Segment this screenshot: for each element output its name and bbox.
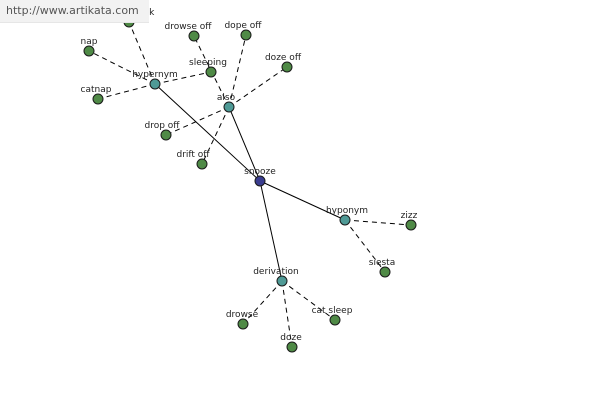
- node-label-catnap: catnap: [81, 85, 112, 95]
- node-label-dope-off: dope off: [224, 21, 262, 31]
- edge-snooze-hyponym: [259, 180, 346, 221]
- nodes-layer: [83, 16, 417, 353]
- edge-snooze-also: [228, 106, 261, 182]
- node-drift-off[interactable]: [196, 158, 208, 170]
- edge-snooze-hypernym: [154, 83, 261, 182]
- node-label-hypernym: hypernym: [132, 70, 178, 80]
- node-derivation[interactable]: [276, 275, 288, 287]
- edges-layer: [88, 21, 412, 348]
- node-label-drift-off: drift off: [176, 150, 210, 160]
- node-label-hyponym: hyponym: [326, 206, 368, 216]
- node-label-drowse: drowse: [226, 310, 259, 320]
- node-label-doze: doze: [280, 333, 302, 343]
- edge-derivation-doze: [281, 280, 293, 348]
- node-label-sleeping: sleeping: [189, 58, 227, 68]
- node-sleeping[interactable]: [205, 66, 217, 78]
- node-label-siesta: siesta: [369, 258, 395, 268]
- node-drowse[interactable]: [237, 318, 249, 330]
- edge-also-doze_off: [228, 66, 288, 108]
- edge-also-dope_off: [228, 34, 247, 108]
- edge-hypernym-nap: [88, 50, 156, 85]
- edge-hypernym-catnap: [97, 83, 156, 100]
- node-label-cat-sleep: cat sleep: [312, 306, 353, 316]
- edge-snooze-derivation: [259, 180, 283, 282]
- node-label-drowse-off: drowse off: [165, 22, 213, 32]
- node-doze-off[interactable]: [281, 61, 293, 73]
- node-label-nap: nap: [81, 37, 98, 47]
- edge-also-drop_off: [165, 106, 230, 136]
- node-label-zizz: zizz: [401, 211, 418, 221]
- edge-hypernym-wink: [128, 21, 156, 85]
- labels-layer: snoozehypernymalsohyponymderivationwinkn…: [81, 8, 418, 343]
- edge-hypernym-sleeping: [154, 71, 212, 85]
- node-label-drop-off: drop off: [144, 121, 180, 131]
- node-label-derivation: derivation: [253, 267, 299, 277]
- edge-hyponym-siesta: [344, 219, 386, 273]
- edge-hyponym-zizz: [344, 219, 412, 226]
- node-cat-sleep[interactable]: [329, 314, 341, 326]
- node-hypernym[interactable]: [149, 78, 161, 90]
- edge-derivation-drowse: [242, 280, 283, 325]
- node-drop-off[interactable]: [160, 129, 172, 141]
- node-doze[interactable]: [286, 341, 298, 353]
- node-zizz[interactable]: [405, 219, 417, 231]
- node-catnap[interactable]: [92, 93, 104, 105]
- node-snooze[interactable]: [254, 175, 266, 187]
- edge-derivation-cat_sleep: [281, 280, 336, 321]
- node-drowse-off[interactable]: [188, 30, 200, 42]
- edge-also-drift_off: [201, 106, 230, 165]
- watermark-url[interactable]: http://www.artikata.com: [0, 0, 149, 23]
- node-label-doze-off: doze off: [265, 53, 302, 63]
- node-dope-off[interactable]: [240, 29, 252, 41]
- node-nap[interactable]: [83, 45, 95, 57]
- node-label-snooze: snooze: [244, 167, 276, 177]
- node-hyponym[interactable]: [339, 214, 351, 226]
- node-also[interactable]: [223, 101, 235, 113]
- node-siesta[interactable]: [379, 266, 391, 278]
- node-label-also: also: [217, 93, 236, 103]
